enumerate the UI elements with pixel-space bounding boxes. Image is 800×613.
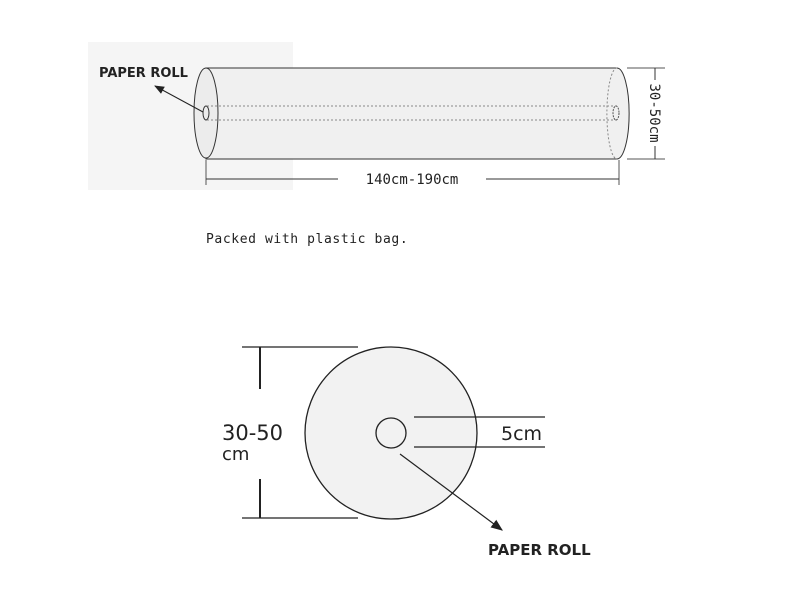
right-end-hidden-curve <box>606 67 618 160</box>
end-roll-arrow <box>399 453 503 531</box>
end-diameter-label-line2: cm <box>222 444 249 465</box>
side-view: PAPER ROLL 140cm-190cm 30-50cm <box>88 42 665 190</box>
end-view: 30-50 cm 5cm PAPER ROLL <box>222 346 591 559</box>
cylinder-left-end <box>193 67 219 159</box>
core-size-label: 5cm <box>501 423 542 445</box>
side-roll-label: PAPER ROLL <box>99 66 188 81</box>
diameter-label-bg <box>646 80 664 146</box>
right-core-hole <box>612 105 620 121</box>
diameter-label: 30-50cm <box>646 83 662 142</box>
end-roll-label: PAPER ROLL <box>488 541 591 559</box>
cylinder-body <box>205 67 630 160</box>
roll-core-circle <box>375 417 407 449</box>
end-diameter-label-line1: 30-50 <box>222 421 283 445</box>
length-label: 140cm-190cm <box>366 172 459 188</box>
left-core-hole <box>202 105 210 121</box>
packing-note: Packed with plastic bag. <box>206 232 408 247</box>
side-roll-arrow <box>154 85 204 113</box>
